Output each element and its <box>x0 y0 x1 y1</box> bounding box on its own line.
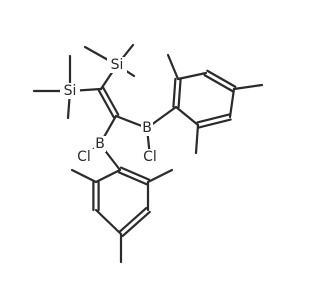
bond-ring <box>121 210 151 238</box>
atom-label-background <box>94 136 106 152</box>
bond-ring <box>94 168 122 184</box>
atom-label-background <box>140 149 160 165</box>
atom-label-background <box>60 83 80 99</box>
atom-label-si-left: Si <box>64 83 77 99</box>
atom-label-cl-left: Cl <box>77 149 91 165</box>
atom-label-background <box>107 57 127 73</box>
atom-label-background <box>74 149 94 165</box>
atom-label-background <box>141 120 153 136</box>
bond-ring-methyl <box>166 53 180 81</box>
bond-ring <box>206 69 237 88</box>
bond-ring <box>94 208 123 236</box>
bond-ring <box>174 105 200 127</box>
bond-ring <box>177 78 182 109</box>
bond-ring-methyl <box>194 123 200 155</box>
bond-ring <box>117 171 149 186</box>
bond-ring <box>203 74 234 93</box>
bond-ring <box>228 87 236 119</box>
atom-label-cl-right: Cl <box>143 149 157 165</box>
bond-ring-methyl <box>232 83 264 91</box>
bond-ring <box>196 113 231 124</box>
bond-ring <box>197 118 232 129</box>
atom-label-b-left: B <box>95 136 105 152</box>
atom-label-si-top: Si <box>111 57 124 73</box>
bond-ring <box>118 206 148 234</box>
bond-ring <box>119 166 151 181</box>
bond-c1-c2 <box>102 86 120 116</box>
bond-c1-c2 <box>97 89 115 119</box>
bond-ring <box>176 71 208 81</box>
bond-ring-methyl <box>146 168 174 184</box>
bond-ring-methyl <box>70 168 98 184</box>
bond-ring <box>172 77 177 108</box>
atom-label-b-right: B <box>142 120 152 136</box>
